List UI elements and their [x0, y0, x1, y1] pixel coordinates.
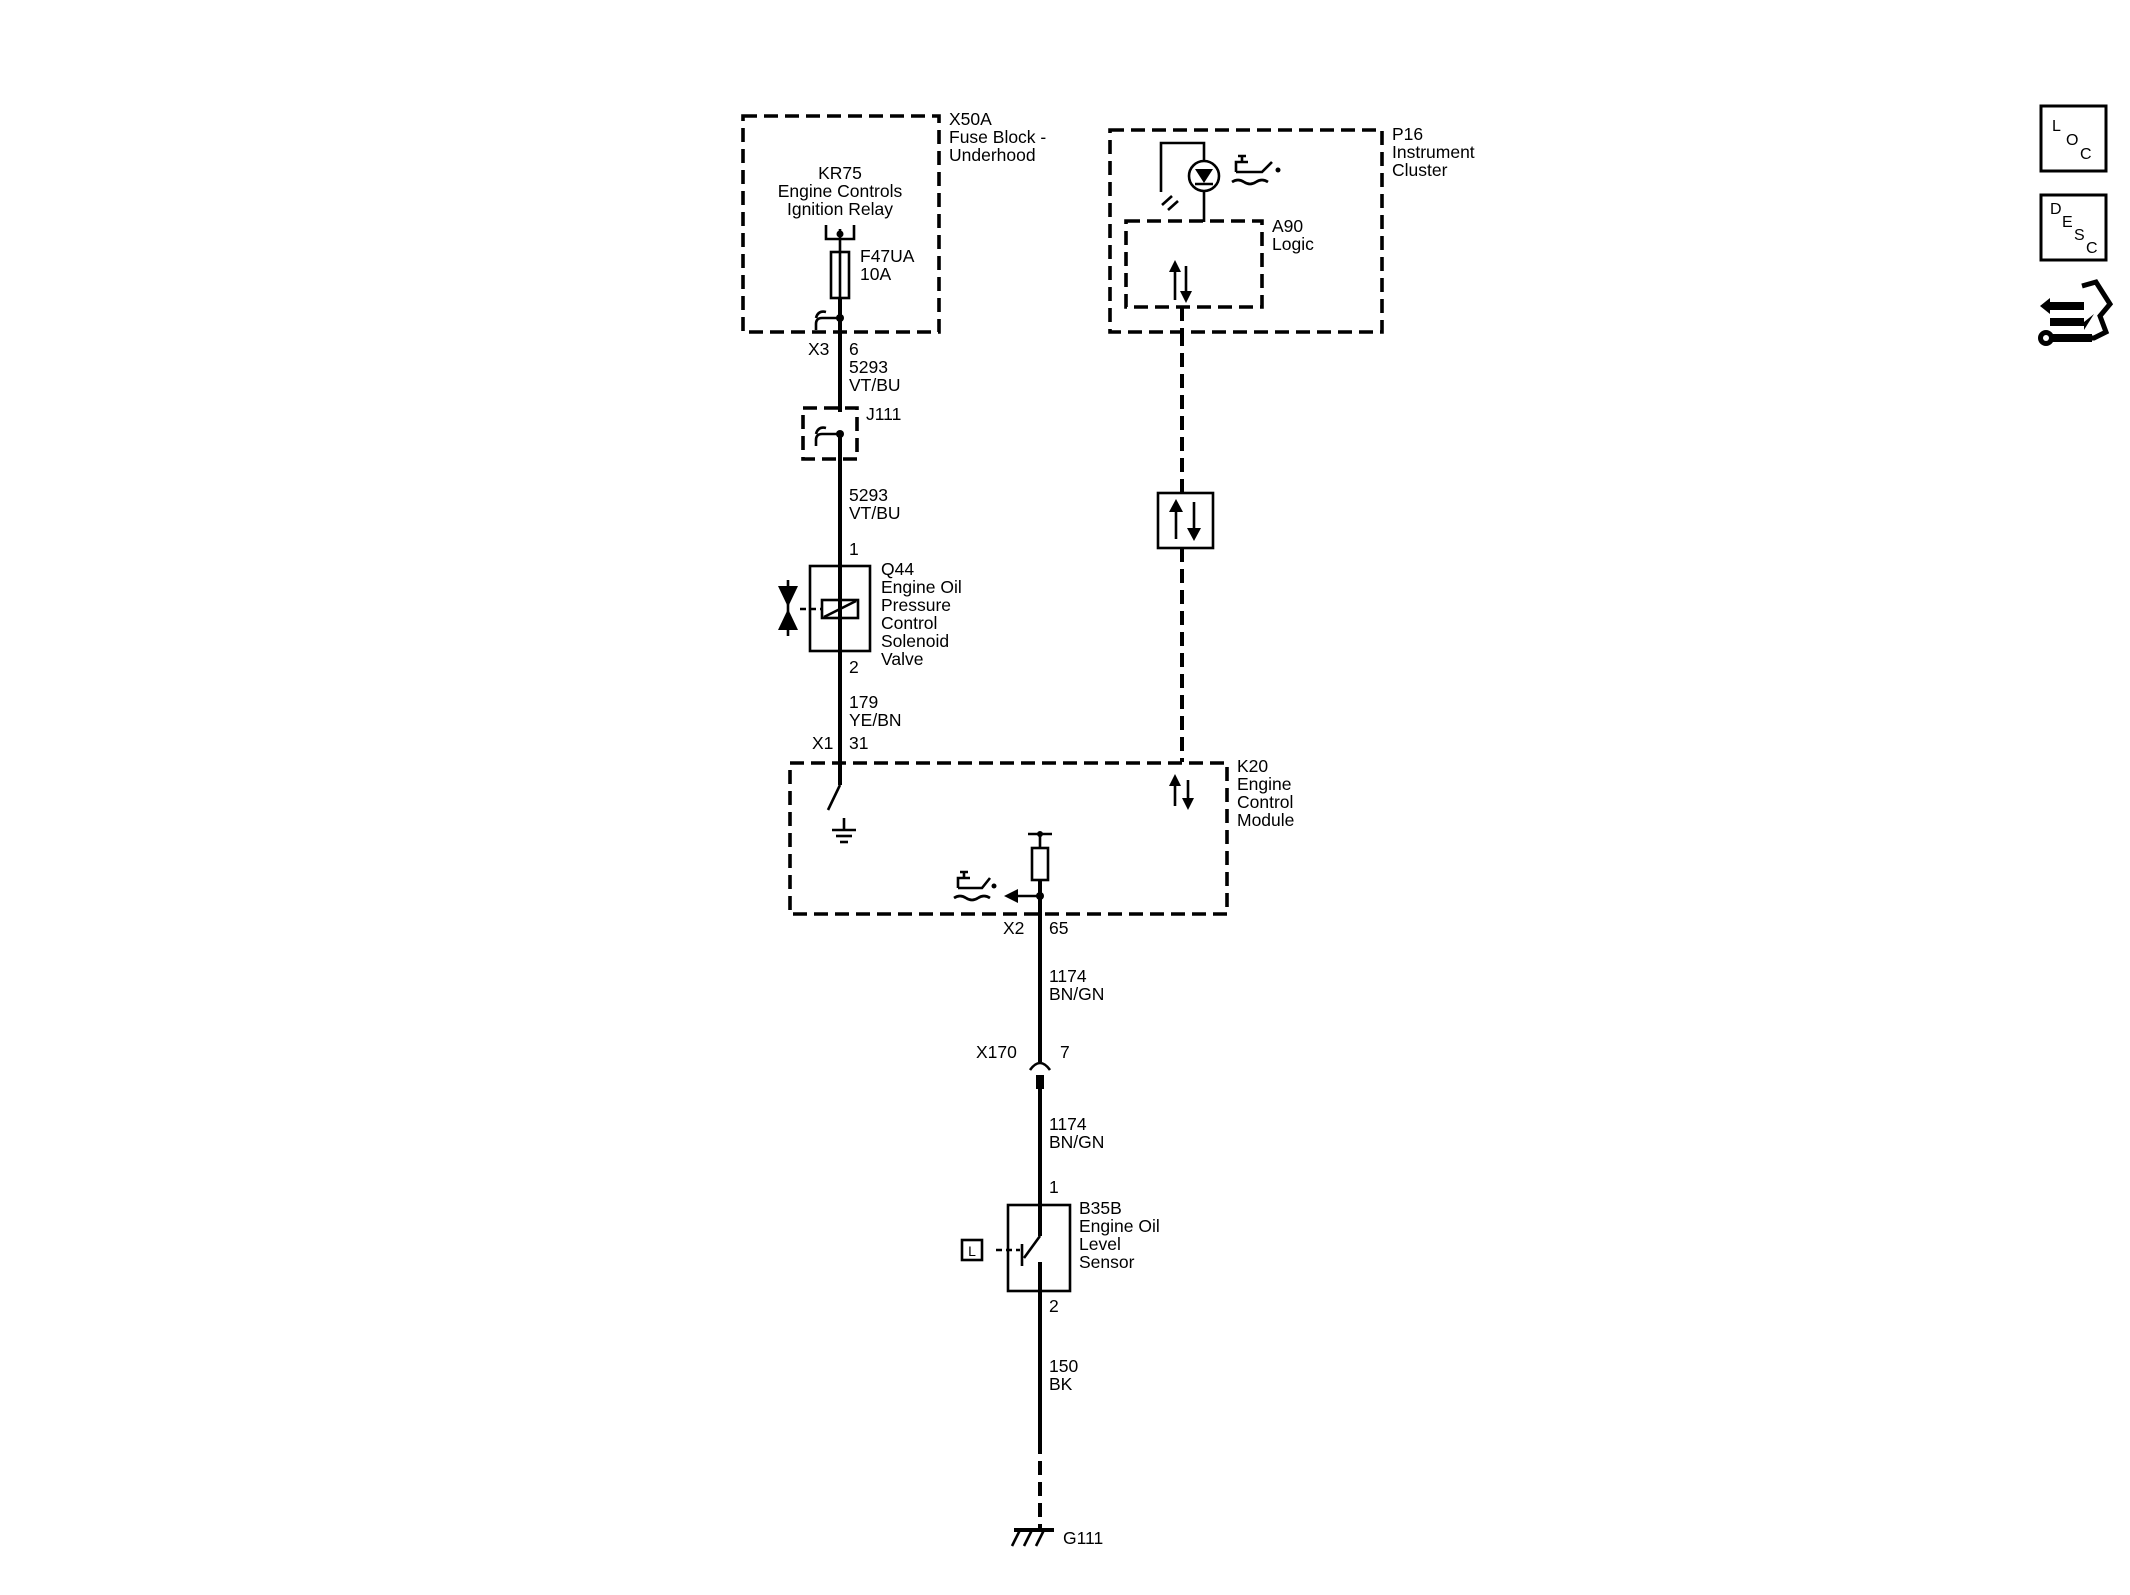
q44-line2: Pressure — [881, 595, 951, 615]
desc-c1: D — [2050, 201, 2062, 218]
x2-id: X2 — [1003, 918, 1024, 938]
level-box-label: L — [968, 1243, 976, 1259]
kr75-id: KR75 — [818, 163, 862, 183]
desc-c2: E — [2062, 214, 2073, 231]
x50a-line2: Underhood — [949, 145, 1036, 165]
p16-id: P16 — [1392, 124, 1423, 144]
w2-color: VT/BU — [849, 503, 901, 523]
location-button[interactable]: L O C — [2039, 104, 2108, 173]
w4-circuit: 1174 — [1049, 966, 1087, 986]
relay-kr75: KR75 Engine Controls Ignition Relay — [778, 163, 903, 252]
x2-pin: 65 — [1049, 918, 1068, 938]
f47ua-id: F47UA — [860, 246, 915, 266]
w6-color: BK — [1049, 1374, 1073, 1394]
q44-line5: Valve — [881, 649, 923, 669]
w3-circuit: 179 — [849, 692, 878, 712]
ground-g111: G111 — [1010, 1528, 1103, 1548]
solenoid-q44: 1 Q44 Engine Oil Pressure Control Soleno… — [778, 539, 962, 677]
q44-line3: Control — [881, 613, 937, 633]
instrument-cluster-p16: P16 Instrument Cluster — [1108, 124, 1475, 334]
a90-line1: Logic — [1272, 234, 1314, 254]
oil-pressure-warning-icon — [1231, 154, 1281, 186]
loc-c3: C — [2080, 146, 2092, 163]
w3-color: YE/BN — [849, 710, 902, 730]
splice-j111: J111 — [801, 404, 901, 461]
q44-line1: Engine Oil — [881, 577, 962, 597]
k20-line1: Engine — [1237, 774, 1292, 794]
q44-line4: Solenoid — [881, 631, 949, 651]
b35b-pin1: 1 — [1049, 1177, 1059, 1197]
x3-pin: 6 — [849, 339, 859, 359]
w5-circuit: 1174 — [1049, 1114, 1087, 1134]
x170-pin: 7 — [1060, 1042, 1070, 1062]
q44-pin2: 2 — [849, 657, 859, 677]
loc-c2: O — [2066, 132, 2078, 149]
x1-pin: 31 — [849, 733, 868, 753]
connector-x3: X3 6 — [808, 310, 859, 359]
w2-circuit: 5293 — [849, 485, 888, 505]
p16-line2: Cluster — [1392, 160, 1448, 180]
loc-c1: L — [2052, 118, 2061, 135]
b35b-line3: Sensor — [1079, 1252, 1135, 1272]
w1-color: VT/BU — [849, 375, 901, 395]
k20-id: K20 — [1237, 756, 1268, 776]
x1-id: X1 — [812, 733, 833, 753]
kr75-line1: Engine Controls — [778, 181, 903, 201]
connector-x170: X170 7 — [976, 1042, 1070, 1089]
oil-level-indicator-icon — [953, 870, 997, 902]
logic-a90: A90 Logic — [1124, 216, 1314, 309]
q44-id: Q44 — [881, 559, 914, 579]
b35b-pin2: 2 — [1049, 1296, 1059, 1316]
p16-line1: Instrument — [1392, 142, 1475, 162]
fuse-block-x50a: X50A Fuse Block - Underhood — [741, 109, 1046, 334]
engine-control-module-k20: K20 Engine Control Module — [788, 756, 1294, 916]
desc-c4: C — [2086, 240, 2098, 257]
k20-line3: Module — [1237, 810, 1294, 830]
a90-id: A90 — [1272, 216, 1303, 236]
k20-line2: Control — [1237, 792, 1293, 812]
x3-id: X3 — [808, 339, 829, 359]
serial-data-symbol — [1156, 491, 1215, 550]
f47ua-rating: 10A — [860, 264, 891, 284]
x170-id: X170 — [976, 1042, 1017, 1062]
kr75-line2: Ignition Relay — [787, 199, 893, 219]
desc-c3: S — [2074, 227, 2085, 244]
w1-circuit: 5293 — [849, 357, 888, 377]
b35b-id: B35B — [1079, 1198, 1122, 1218]
b35b-line1: Engine Oil — [1079, 1216, 1160, 1236]
j111-id: J111 — [866, 404, 901, 424]
x50a-line1: Fuse Block - — [949, 127, 1046, 147]
b35b-line2: Level — [1079, 1234, 1121, 1254]
w6-circuit: 150 — [1049, 1356, 1078, 1376]
g111-id: G111 — [1063, 1528, 1103, 1548]
description-button[interactable]: D E S C — [2039, 193, 2108, 262]
w5-color: BN/GN — [1049, 1132, 1104, 1152]
x50a-id: X50A — [949, 109, 992, 129]
fuse-f47ua: F47UA 10A — [829, 246, 915, 318]
w4-color: BN/GN — [1049, 984, 1104, 1004]
oil-level-sensor-b35b: 1 L B35B Engine Oil Level Sensor 2 — [960, 1177, 1160, 1316]
q44-pin1: 1 — [849, 539, 859, 559]
connector-wrench-icon[interactable] — [2035, 278, 2114, 352]
